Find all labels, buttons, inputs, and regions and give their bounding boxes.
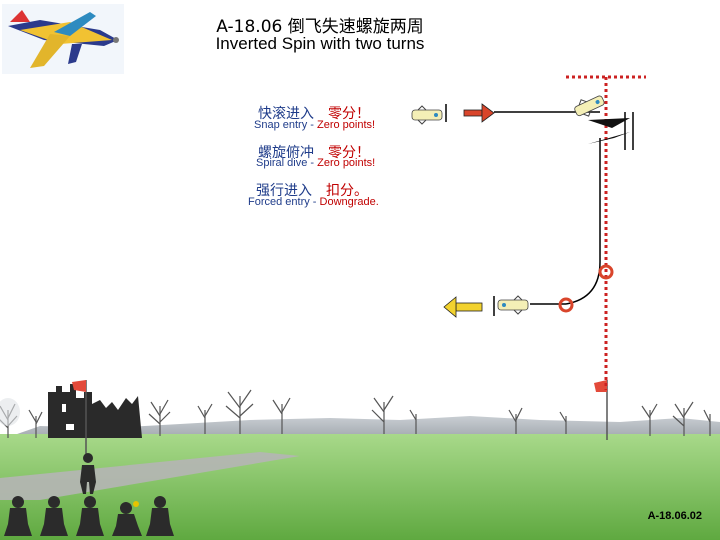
tree-icon [641,403,658,436]
spin-marker-lower [558,297,574,313]
note-2-english: Spiral dive - Zero points! [256,157,375,169]
judge-silhouette-icon [76,496,104,536]
note-label: Forced entry - [248,196,317,208]
note-label: 快滚进入 [258,106,314,122]
tree-icon [703,409,711,436]
tree-icon [148,399,171,436]
red-flag-icon [72,380,87,456]
slide-number: A-18.06.02 [647,510,702,522]
exit-arrow-icon [443,296,483,318]
note-result: 扣分。 [326,183,368,199]
tree-icon [225,389,254,434]
tree-icon [28,409,43,438]
reference-line [566,75,646,390]
tree-icon [559,411,567,434]
runway [0,452,300,500]
note-result: Zero points! [317,157,376,169]
pilot-silhouette-icon [80,453,96,494]
note-label: 螺旋俯冲 [258,145,314,161]
tree-icon [0,398,20,438]
small-plane-icon [574,95,605,117]
spin-marker-upper [598,264,614,280]
tree-icon [371,395,394,434]
note-3-chinese: 强行进入扣分。 [256,180,368,200]
judge-silhouette-icon [4,496,32,536]
spin-stall-icon [588,118,630,144]
note-3-english: Forced entry - Downgrade. [248,196,379,208]
tree-icon [272,397,291,434]
aerobatic-plane-icon [2,4,124,74]
judge-row [4,496,174,536]
note-label: Spiral dive - [256,157,315,169]
note-1-english: Snap entry - Zero points! [254,119,375,131]
judge-silhouette-icon [40,496,68,536]
tree-icon [409,409,417,434]
note-result: 零分！ [328,106,370,122]
note-result: Downgrade. [319,196,379,208]
title-chinese: A-18.06 倒飞失速螺旋两周 [216,17,424,37]
note-label: 强行进入 [256,183,312,199]
note-result: Zero points! [316,119,376,131]
title-english: Inverted Spin with two turns [215,34,425,53]
note-label: Snap entry - [254,119,314,131]
tree-icon [197,403,213,434]
tree-icon [508,407,523,434]
entry-arrow-icon [463,103,495,123]
small-plane-icon [411,105,443,125]
tree-row [0,389,711,438]
note-result: 零分！ [328,145,370,161]
tree-icon [672,401,694,436]
note-1-chinese: 快滚进入零分！ [258,103,370,123]
castle-ruin-icon [48,384,142,438]
note-2-chinese: 螺旋俯冲零分！ [258,142,370,162]
small-plane-icon [497,295,529,315]
judge-silhouette-icon [112,501,142,536]
judge-silhouette-icon [146,496,174,536]
